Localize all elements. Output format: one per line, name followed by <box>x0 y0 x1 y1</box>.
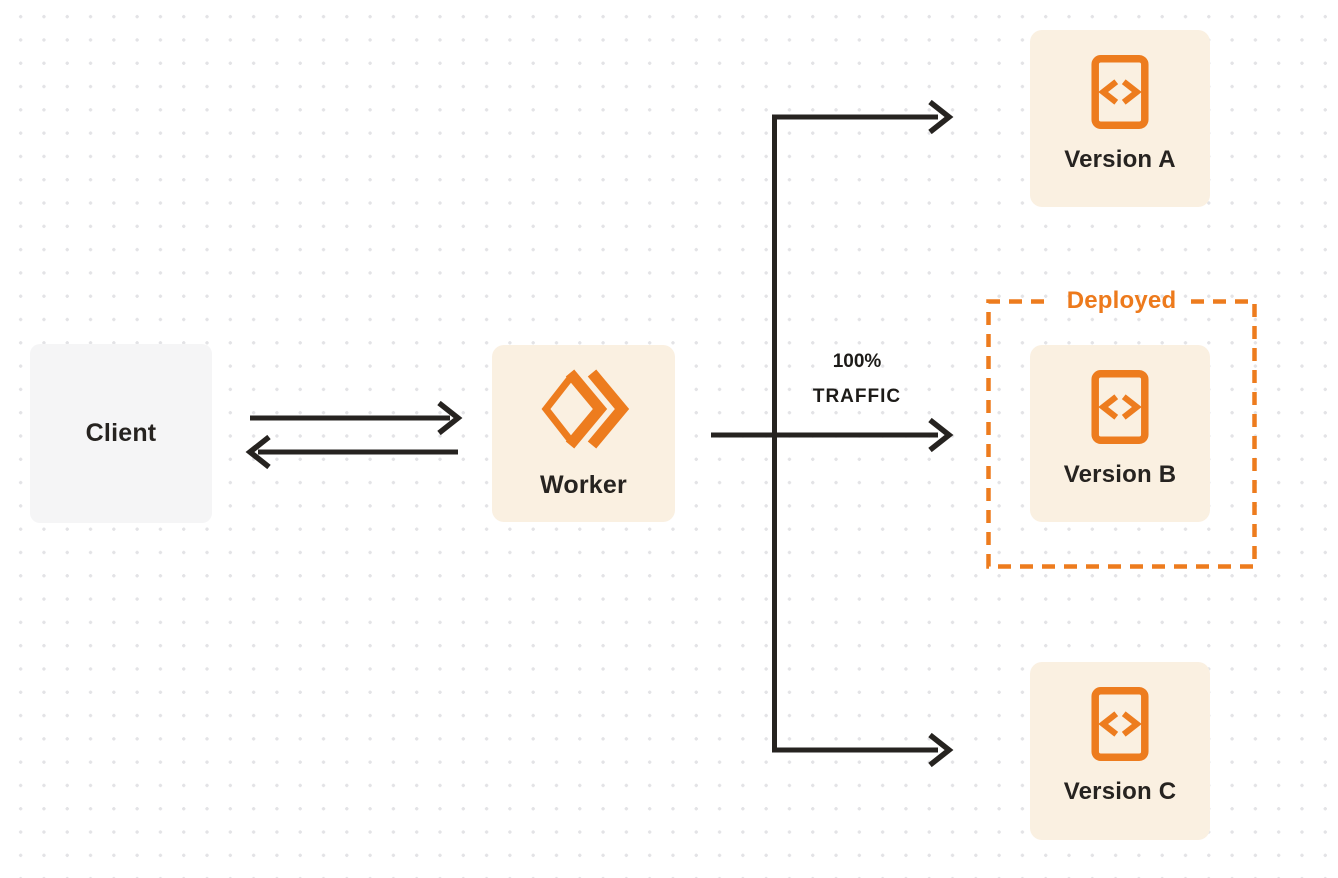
arrow-head-version-a <box>928 99 954 135</box>
code-document-icon <box>1091 686 1149 762</box>
deployed-frame: Deployed <box>986 287 1257 569</box>
code-document-icon <box>1091 369 1149 445</box>
client-label: Client <box>85 419 157 447</box>
deployed-label: Deployed <box>1066 287 1177 314</box>
arrow-client-to-worker-head <box>437 400 463 436</box>
cloudflare-workers-icon <box>537 367 631 451</box>
version-a-node: Version A <box>1030 30 1210 207</box>
version-c-label: Version C <box>1063 778 1177 805</box>
client-node: Client <box>30 344 212 523</box>
code-document-icon <box>1091 54 1149 130</box>
arrow-worker-to-client-head <box>245 434 271 470</box>
traffic-percent-text: 100% <box>832 351 882 372</box>
traffic-annotation: 100% TRAFFIC <box>787 351 927 408</box>
version-b-label: Version B <box>1063 461 1177 488</box>
version-c-node: Version C <box>1030 662 1210 840</box>
worker-label: Worker <box>540 471 627 499</box>
version-b-node: Version B <box>1030 345 1210 522</box>
traffic-word-text: TRAFFIC <box>812 386 902 407</box>
worker-node: Worker <box>492 345 675 522</box>
arrow-head-version-b <box>928 417 954 453</box>
deployed-dashed-border <box>986 299 1257 569</box>
version-a-label: Version A <box>1064 146 1176 173</box>
arrow-head-version-c <box>928 732 954 768</box>
